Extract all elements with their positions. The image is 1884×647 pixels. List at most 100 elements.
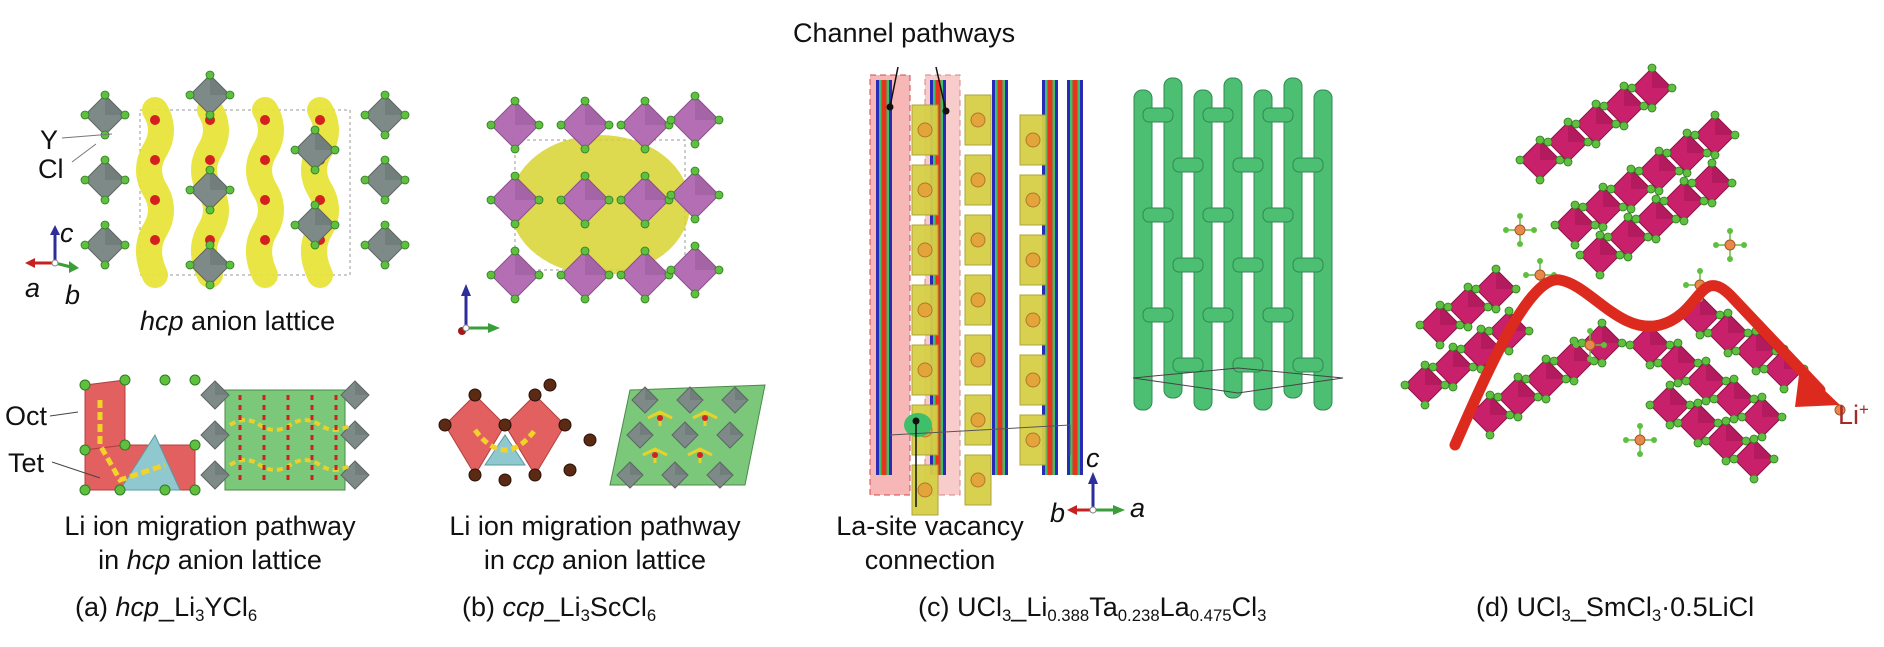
smcl-chain bbox=[1493, 372, 1543, 422]
li-migration-arrow bbox=[1449, 274, 1826, 451]
axis-label-a-c: a bbox=[1130, 493, 1146, 523]
li-isosurface-channel bbox=[136, 97, 174, 288]
axis-label-c: c bbox=[60, 218, 74, 248]
li-isosurface-channel bbox=[246, 97, 284, 288]
axes-triad-c bbox=[1067, 472, 1125, 515]
sc-octahedron bbox=[616, 96, 674, 154]
la-atom bbox=[970, 472, 986, 488]
cl-atom bbox=[189, 439, 201, 451]
licl-tetrahedron bbox=[1523, 258, 1557, 292]
isosurface-bridge bbox=[1172, 257, 1204, 273]
cl-atom bbox=[189, 374, 201, 386]
isosurface-bridge bbox=[1172, 357, 1204, 373]
smcl-chain bbox=[1687, 158, 1737, 208]
polyhedron-yellow bbox=[911, 104, 939, 156]
li-atom bbox=[150, 155, 160, 165]
vacancy-leader bbox=[912, 417, 920, 507]
isosurface-bridge bbox=[1262, 307, 1294, 323]
y-octahedron bbox=[200, 460, 230, 490]
smcl-chain bbox=[1653, 338, 1703, 388]
cl-atom bbox=[583, 433, 597, 447]
isosurface-bridge bbox=[1292, 357, 1324, 373]
unit-cell-line bbox=[1132, 367, 1344, 394]
smcl-chain bbox=[1690, 110, 1740, 160]
contour-stripe bbox=[997, 80, 1003, 475]
sc-octahedron bbox=[671, 421, 699, 449]
y-octahedron bbox=[80, 155, 130, 205]
sc-octahedron bbox=[486, 96, 544, 154]
y-octahedron bbox=[185, 240, 235, 290]
cl-atom bbox=[159, 484, 171, 496]
isosurface-bridge bbox=[1142, 207, 1174, 223]
y-octahedron bbox=[200, 420, 230, 450]
cl-atom bbox=[498, 418, 512, 432]
hcp-migration-caption: Li ion migration pathway in hcp anion la… bbox=[64, 511, 356, 575]
li-atom bbox=[652, 452, 658, 458]
smcl-chain bbox=[1681, 356, 1731, 406]
licl-tetrahedron bbox=[1503, 213, 1537, 247]
y-octahedron bbox=[185, 165, 235, 215]
hcp-lattice-caption: hcp anion lattice bbox=[140, 306, 336, 336]
y-octahedron bbox=[290, 125, 340, 175]
smcl-chain bbox=[1737, 392, 1787, 442]
isosurface-column bbox=[1133, 89, 1153, 411]
isosurface-bridge bbox=[1202, 207, 1234, 223]
sc-octahedron bbox=[486, 246, 544, 304]
cl-atom bbox=[159, 374, 171, 386]
sc-octahedron bbox=[721, 386, 749, 414]
isosurface-column bbox=[1223, 77, 1243, 399]
polyhedron-yellow bbox=[1019, 234, 1047, 286]
la-atom bbox=[970, 292, 986, 308]
licl-tetrahedron bbox=[1623, 423, 1657, 457]
smcl-chain bbox=[1701, 416, 1751, 466]
la-atom bbox=[917, 482, 933, 498]
arrow-head bbox=[1795, 367, 1840, 407]
smcl-chain bbox=[1515, 135, 1565, 185]
oct-tet-leaders bbox=[49, 411, 101, 479]
label-tet: Tet bbox=[8, 448, 45, 478]
la-atom bbox=[917, 242, 933, 258]
sc-octahedron bbox=[556, 96, 614, 154]
sc-octahedron bbox=[666, 241, 724, 299]
isosurface-column bbox=[1283, 77, 1303, 399]
cl-atom bbox=[79, 484, 91, 496]
isosurface-bridge bbox=[1202, 107, 1234, 123]
li-atom bbox=[1834, 404, 1846, 416]
unit-cell-box bbox=[139, 109, 351, 276]
isosurface-bridge bbox=[1232, 157, 1264, 173]
cl-atom bbox=[438, 418, 452, 432]
panel-b-caption: (b) ccp_Li3ScCl6 bbox=[462, 592, 657, 626]
contour-stripe bbox=[1072, 80, 1078, 475]
smcl-chain bbox=[1673, 398, 1723, 448]
cl-atom bbox=[543, 378, 557, 392]
licl-tetrahedron bbox=[1573, 328, 1607, 362]
vacancy-connection-surface bbox=[904, 413, 932, 437]
cl-atom bbox=[468, 388, 482, 402]
contour-stripe bbox=[881, 80, 887, 475]
smcl-chain bbox=[1729, 434, 1779, 484]
channel-leaders bbox=[886, 66, 950, 115]
la-atom bbox=[917, 302, 933, 318]
smcl-chain bbox=[1625, 320, 1675, 370]
sc-octahedron bbox=[631, 386, 659, 414]
polyhedron-yellow bbox=[911, 344, 939, 396]
panel-c-caption: (c) UCl3_Li0.388Ta0.238La0.475Cl3 bbox=[918, 592, 1267, 626]
label-leader-lines bbox=[61, 133, 113, 163]
smcl-chain bbox=[1578, 182, 1628, 232]
la-atom bbox=[1025, 372, 1041, 388]
smcl-chain bbox=[1703, 308, 1753, 358]
y-octahedron bbox=[185, 70, 235, 120]
cl-atom bbox=[119, 439, 131, 451]
cl-atom bbox=[468, 468, 482, 482]
panel-d-caption: (d) UCl3_SmCl3·0.5LiCl bbox=[1476, 592, 1755, 626]
li-migration-path bbox=[228, 418, 352, 432]
ccp-oct-tet-cluster bbox=[438, 378, 597, 487]
sc-octahedron bbox=[706, 461, 734, 489]
sc-octahedron bbox=[486, 171, 544, 229]
isosurface-bridge bbox=[1292, 257, 1324, 273]
li-migration-path bbox=[228, 458, 352, 472]
cl-atom bbox=[119, 374, 131, 386]
smcl-chain bbox=[1400, 360, 1450, 410]
isosurface-bridge bbox=[1142, 107, 1174, 123]
axes-triad-b bbox=[458, 284, 500, 335]
